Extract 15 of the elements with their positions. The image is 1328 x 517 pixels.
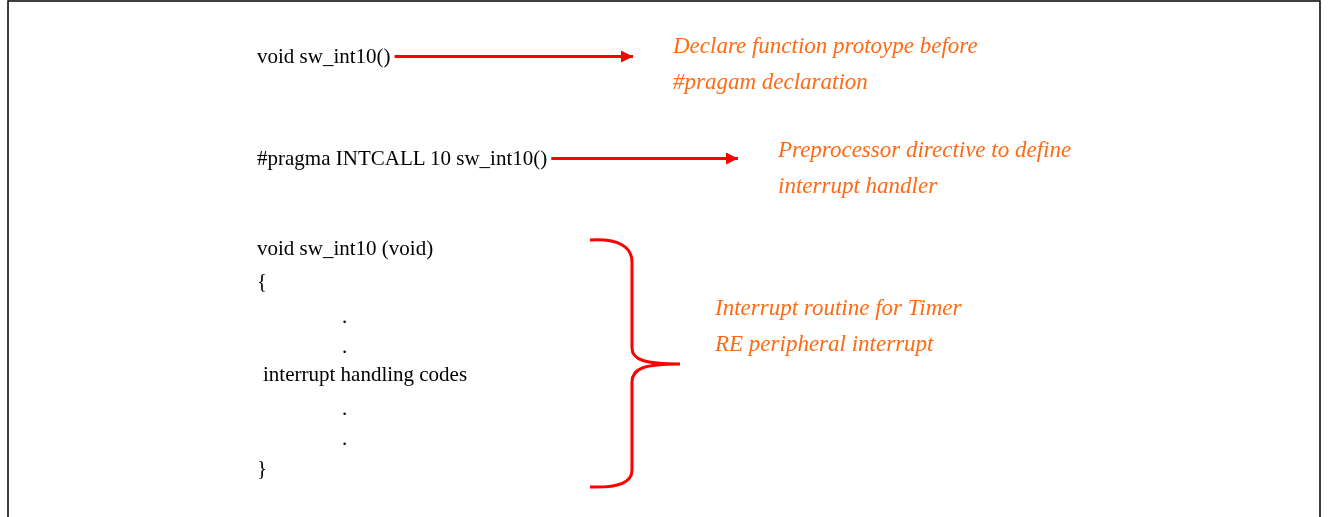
code-line: void sw_int10()	[257, 44, 391, 69]
code-line: .	[342, 426, 348, 451]
annotation-text: Interrupt routine for Timer RE peripheral interrupt	[715, 290, 965, 398]
code-line: #pragma INTCALL 10 sw_int10()	[257, 146, 548, 171]
code-line: {	[257, 269, 268, 294]
code-line: void sw_int10 (void)	[257, 236, 434, 261]
annotation-text: Preprocessor directive to define interrupt handler	[778, 132, 1078, 204]
code-line: }	[257, 456, 268, 481]
code-line: .	[342, 334, 348, 359]
annotation-text: Declare function protoype before #pragam declaration	[673, 28, 1043, 100]
code-line: .	[342, 396, 348, 421]
arrow	[394, 50, 633, 63]
arrow	[551, 152, 738, 165]
code-line: interrupt handling codes	[263, 362, 468, 387]
code-line: .	[342, 304, 348, 329]
